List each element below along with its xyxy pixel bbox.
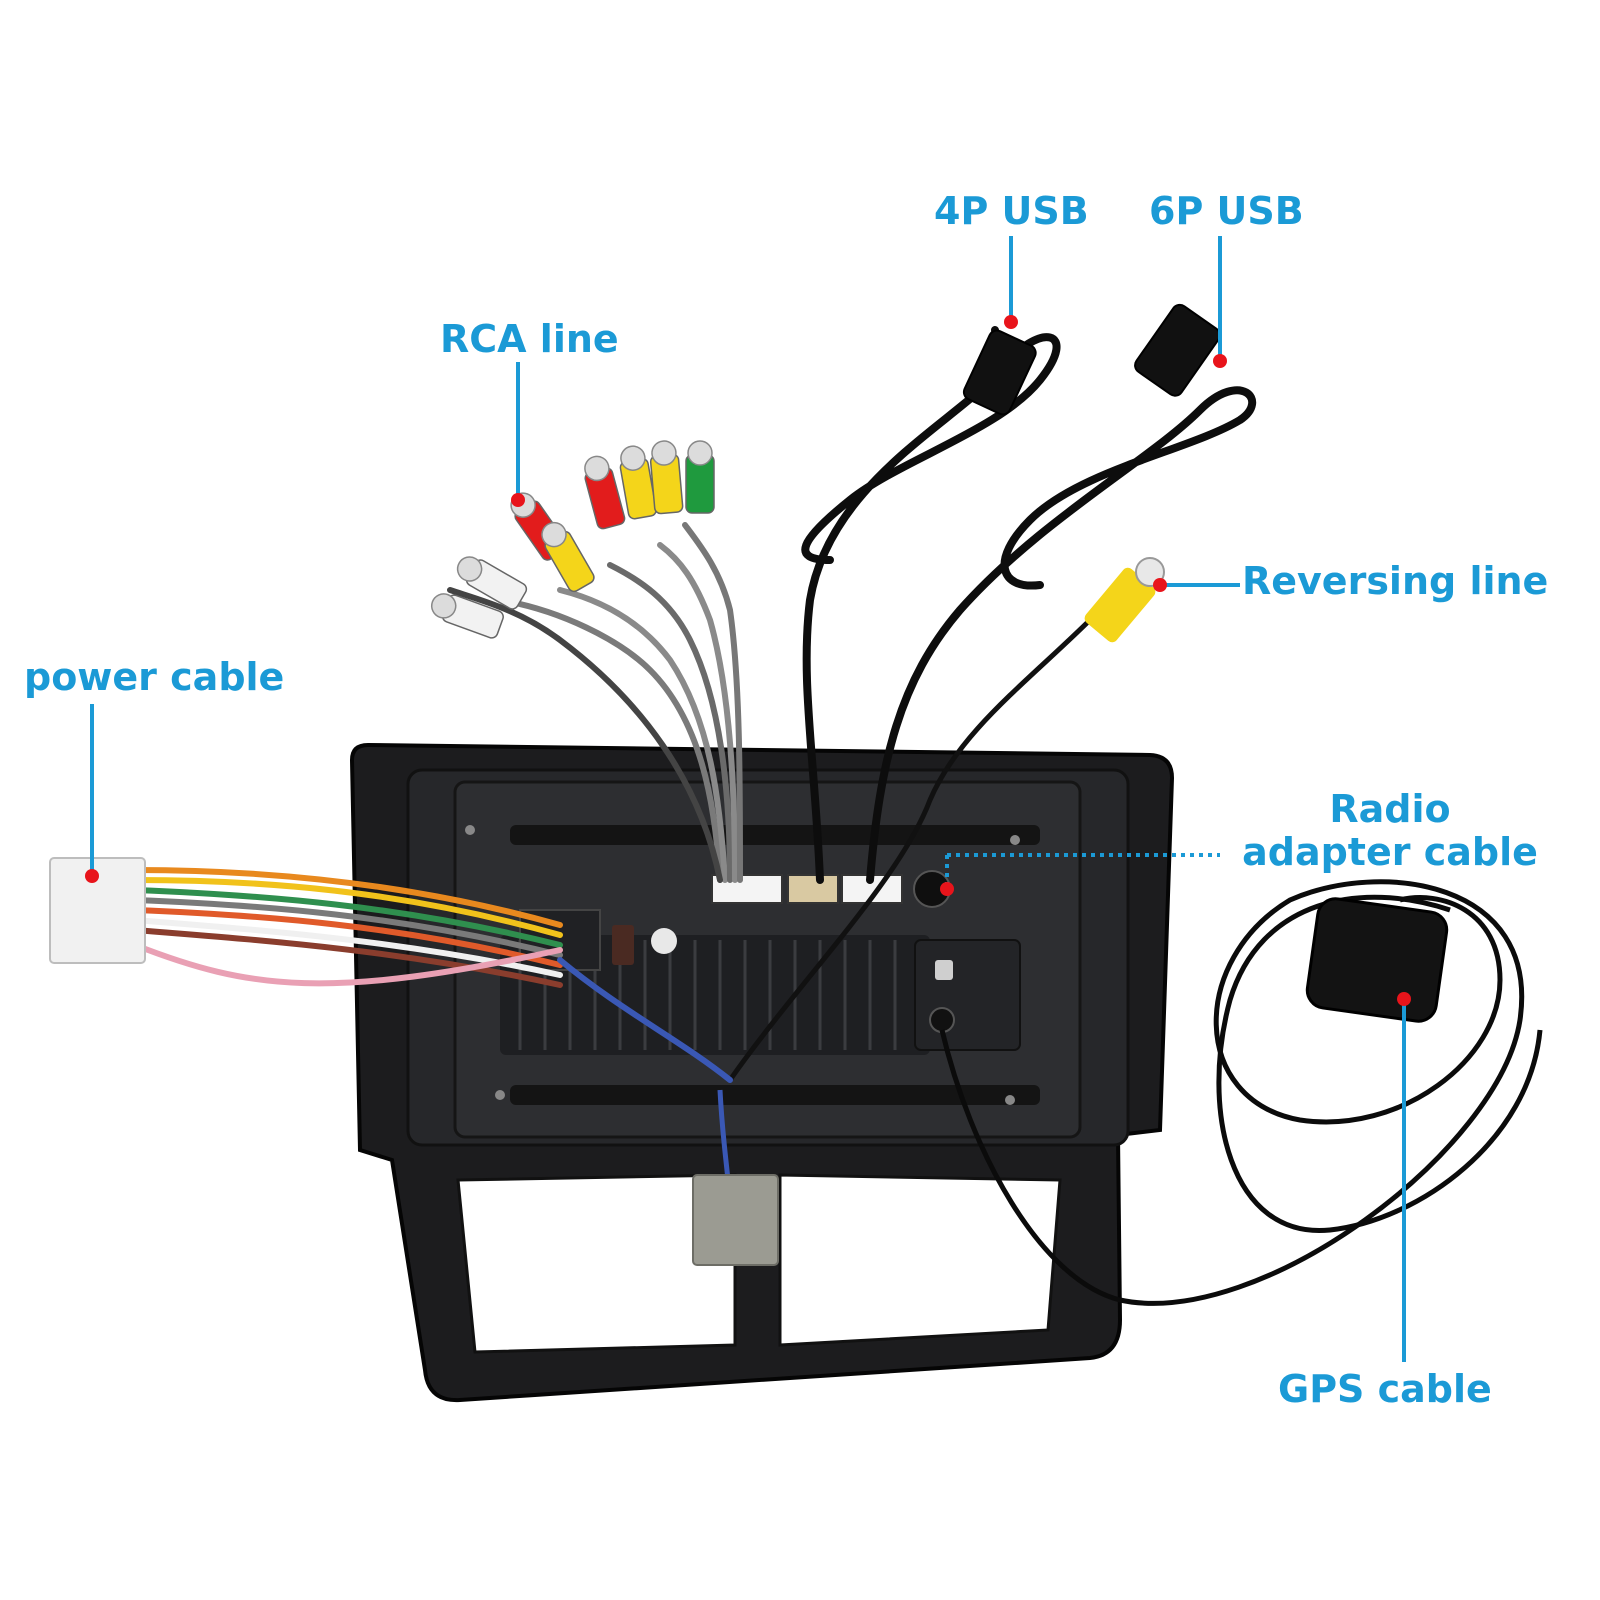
- rca-plugs: [430, 440, 715, 639]
- markers: [85, 315, 1411, 1006]
- rca-plug: [541, 521, 595, 593]
- label-radio-adapter: Radio adapter cable: [1230, 788, 1550, 873]
- rca-plug: [584, 455, 626, 530]
- label-power-cable: power cable: [24, 655, 285, 699]
- rca-cable-bundle: [447, 522, 743, 883]
- head-unit-frame: [349, 742, 1175, 1403]
- gps-cable: [939, 879, 1543, 1306]
- marker-rca: [511, 493, 525, 507]
- rca-plug: [430, 593, 504, 639]
- marker-6p-usb: [1213, 354, 1227, 368]
- usb-4p-connector: [962, 329, 1037, 416]
- marker-reversing: [1153, 578, 1167, 592]
- label-reversing-line: Reversing line: [1242, 559, 1549, 603]
- power-connector: [49, 857, 146, 964]
- power-cable: [132, 867, 733, 1083]
- label-radio-line2: adapter cable: [1242, 829, 1538, 874]
- leader-lines: [90, 236, 1406, 1362]
- rca-plug: [685, 440, 715, 514]
- reversing-rca-plug: [1084, 557, 1165, 643]
- marker-power: [85, 869, 99, 883]
- usb-6p-connector: [1134, 303, 1221, 397]
- usb-6p-cable: [866, 386, 1257, 884]
- marker-gps: [1397, 992, 1411, 1006]
- label-6p-usb: 6P USB: [1149, 189, 1304, 233]
- marker-4p-usb: [1004, 315, 1018, 329]
- label-rca-line: RCA line: [440, 317, 619, 361]
- gps-antenna: [1305, 897, 1449, 1023]
- marker-radio: [940, 882, 954, 896]
- label-radio-line1: Radio: [1329, 787, 1451, 831]
- rca-plug: [649, 440, 684, 515]
- label-gps-cable: GPS cable: [1278, 1367, 1492, 1411]
- reversing-cable: [727, 612, 1098, 1083]
- radio-harness: [692, 1089, 779, 1266]
- label-4p-usb: 4P USB: [934, 189, 1089, 233]
- rca-plug: [619, 445, 657, 520]
- rca-plug: [456, 556, 528, 610]
